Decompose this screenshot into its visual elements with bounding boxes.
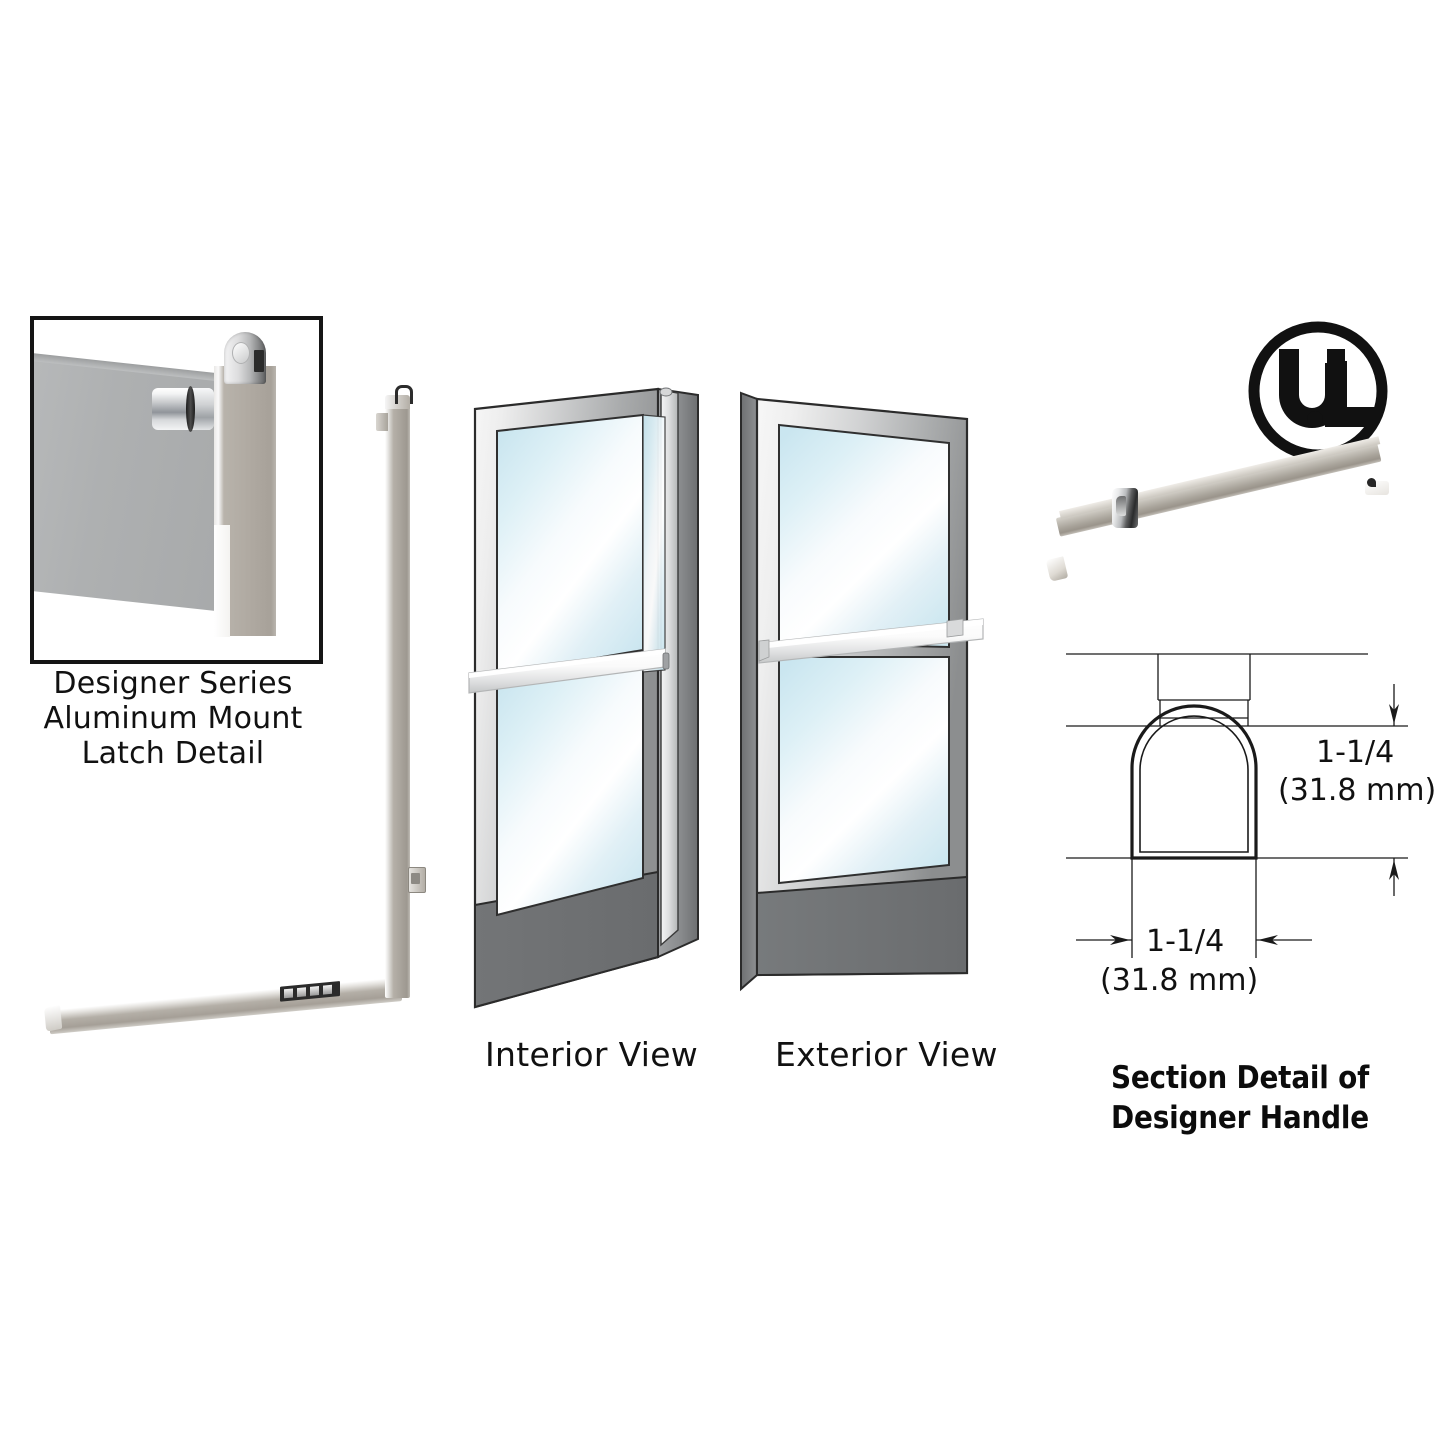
latch-cylinder-end [192, 388, 214, 430]
interior-door-drawing [468, 387, 699, 1009]
section-height-metric: (31.8 mm) [1278, 773, 1437, 808]
designer-handle-photo [1040, 436, 1410, 620]
section-detail-drawing: 1-1/4 (31.8 mm) 1-1/4 (31.8 mm) [1048, 640, 1443, 1040]
pivot-shadow [254, 350, 264, 372]
exterior-view-caption: Exterior View [775, 1035, 998, 1074]
vertical-latch-rod [385, 403, 410, 998]
interior-view-caption: Interior View [485, 1035, 699, 1074]
latch-keeper-slot [411, 873, 420, 884]
pivot-hole [232, 342, 250, 364]
door-stile-highlight [214, 525, 230, 637]
latch-detail-caption: Designer Series Aluminum Mount Latch Det… [18, 666, 328, 771]
rod-hook-icon [395, 385, 413, 404]
handle-clip-slot [1116, 496, 1126, 516]
handle-bar-highlight [1059, 436, 1381, 519]
interior-door: Interior View [465, 385, 710, 1074]
section-width-metric: (31.8 mm) [1100, 963, 1259, 998]
section-width-imperial: 1-1/4 [1146, 924, 1225, 959]
handle-end-notch [1367, 478, 1376, 487]
latch-caption-line-1: Designer Series [53, 666, 293, 701]
latch-caption-line-2: Aluminum Mount [43, 701, 303, 736]
vertical-rod-nub [376, 413, 388, 431]
handle-bar [1055, 442, 1382, 537]
horizontal-rod-end-cap [44, 1005, 63, 1032]
handle-end-cap-left [1045, 556, 1069, 582]
latch-detail-photo-box [30, 316, 323, 664]
handle-section-svg [1066, 653, 1408, 958]
horizontal-latch-rod [50, 977, 402, 1035]
latch-cylinder-band [186, 386, 195, 432]
latch-caption-line-3: Latch Detail [81, 736, 265, 771]
latch-rod-assembly [40, 385, 426, 1045]
exterior-door: Exterior View [735, 385, 998, 1074]
exterior-door-drawing [740, 391, 984, 992]
section-caption-line-2: Designer Handle [1111, 1100, 1369, 1136]
section-detail-caption: Section Detail of Designer Handle [1040, 1058, 1440, 1138]
section-height-imperial: 1-1/4 [1316, 735, 1395, 770]
section-caption-line-1: Section Detail of [1110, 1060, 1370, 1096]
